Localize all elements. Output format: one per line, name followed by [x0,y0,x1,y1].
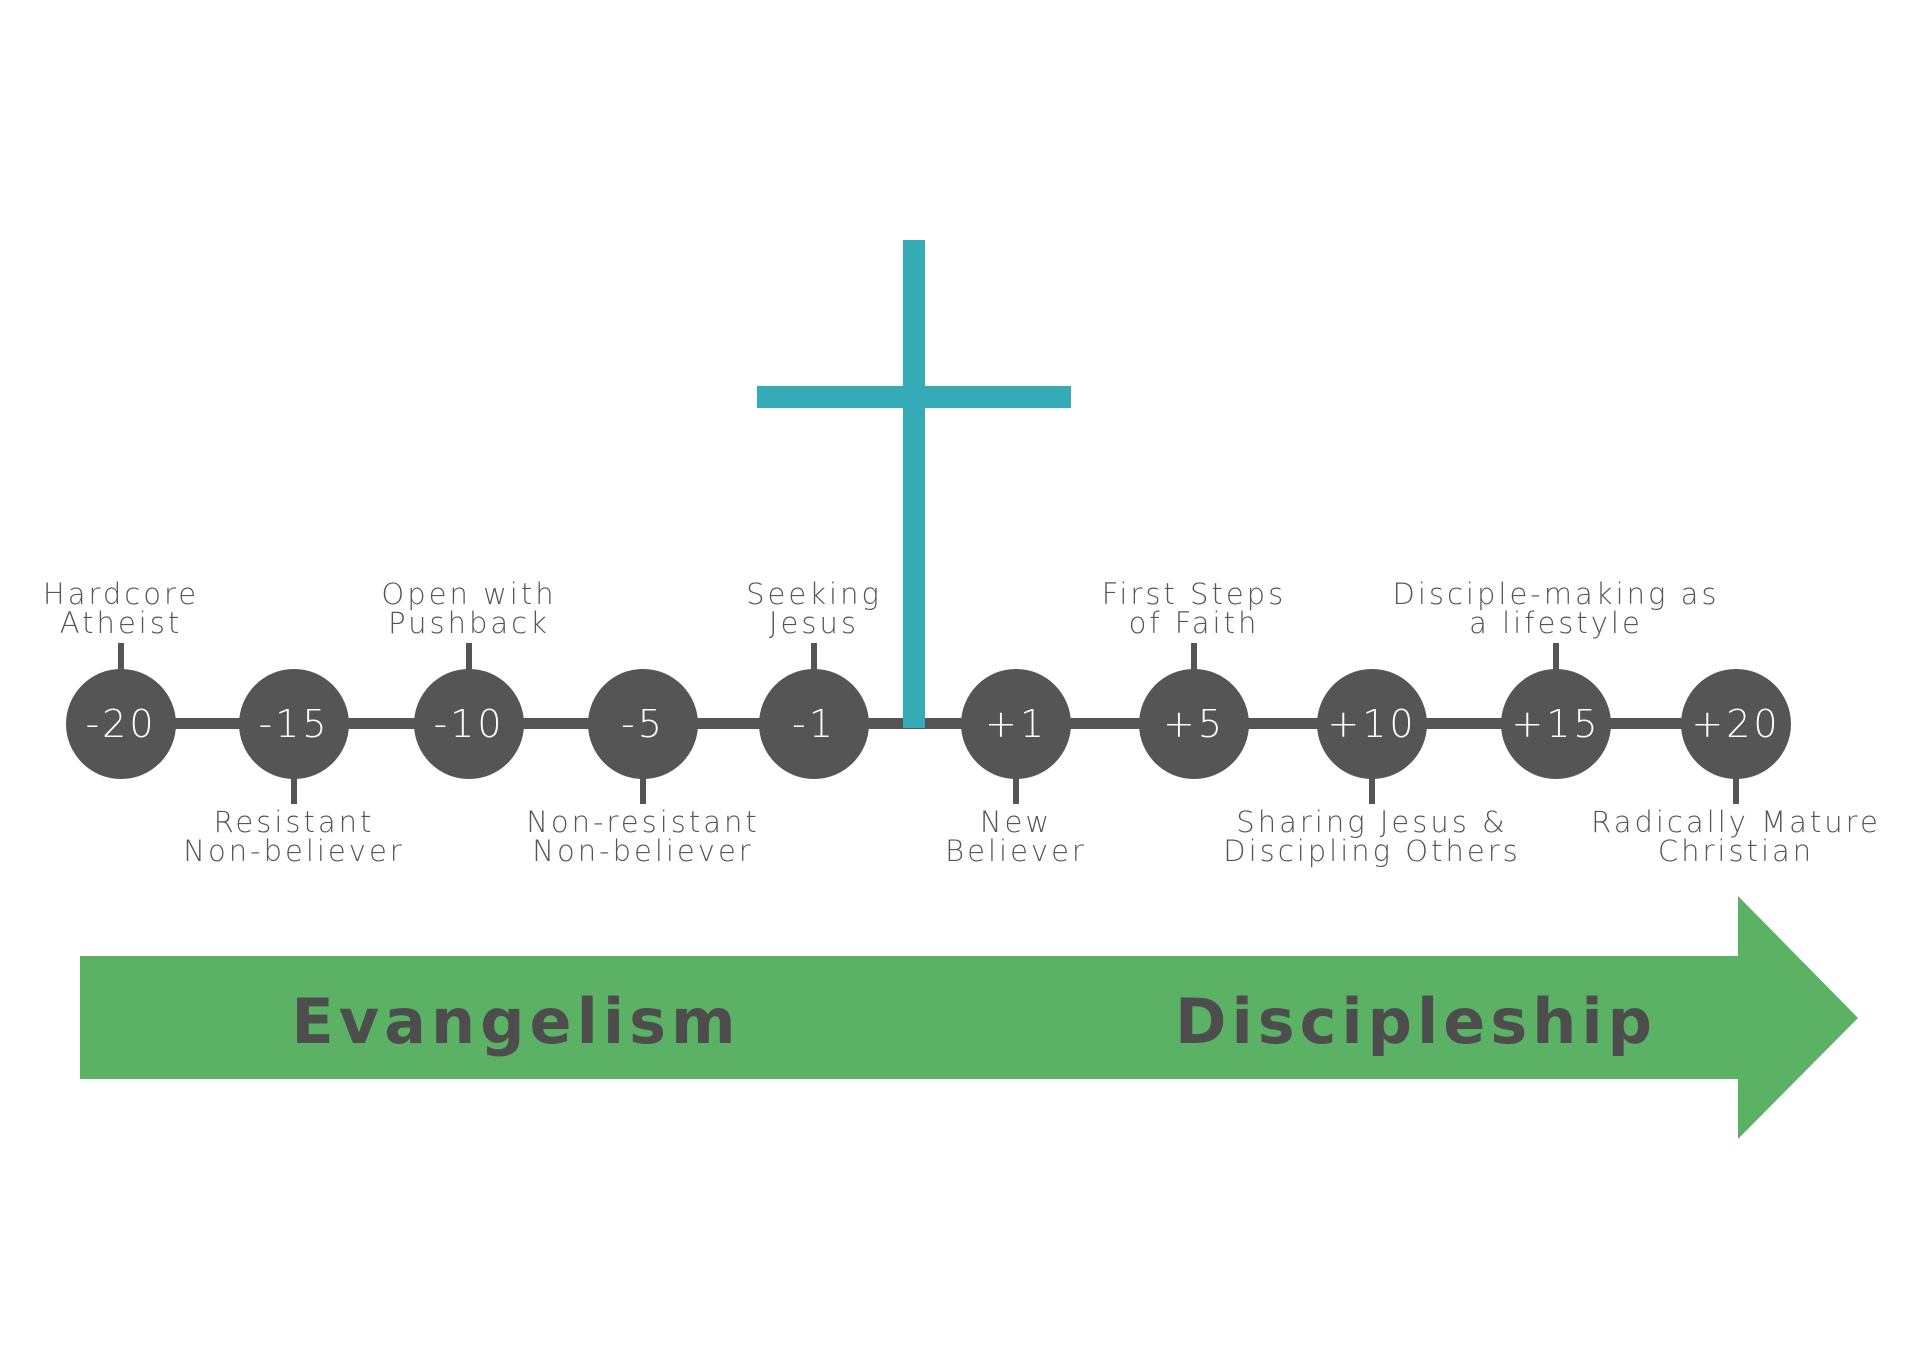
stage-label-line: Disciple-making as [1392,577,1720,611]
stage-label-line: Believer [945,834,1087,868]
stage-label-line: a lifestyle [1469,606,1643,640]
stage-node: +1 [961,669,1071,779]
stage-label-line: Jesus [768,606,859,640]
stage-connector [811,643,817,671]
stage-label-line: Radically Mature [1591,805,1881,839]
stage-label-line: Resistant [213,805,375,839]
stage-label-line: Sharing Jesus & [1236,805,1508,839]
stage-label: Sharing Jesus &Discipling Others [1223,808,1520,866]
stage-connector [1191,643,1197,671]
stage-node: -5 [588,669,698,779]
stage-label-line: Christian [1657,834,1815,868]
stage-node: -1 [759,669,869,779]
stage-connector [466,643,472,671]
cross-icon-horizontal [757,386,1071,408]
discipleship-label: Discipleship [1175,985,1657,1058]
stage-node: -15 [239,669,349,779]
stage-connector [1369,776,1375,804]
stage-label-line: Atheist [59,606,183,640]
timeline-line [120,718,1740,729]
stage-connector [118,643,124,671]
stage-connector [1733,776,1739,804]
stage-node: -20 [66,669,176,779]
stage-label-line: Discipling Others [1223,834,1521,868]
cross-icon-vertical [903,240,925,728]
stage-connector [640,776,646,804]
stage-label-line: Hardcore [42,577,200,611]
stage-connector [291,776,297,804]
stage-label-line: Non-resistant [526,805,760,839]
stage-node: +20 [1681,669,1791,779]
stage-label-line: Pushback [388,606,550,640]
stage-node: +10 [1317,669,1427,779]
evangelism-label: Evangelism [291,985,741,1058]
stage-label-line: Non-believer [532,834,754,868]
stage-node: +15 [1501,669,1611,779]
stage-label-line: of Faith [1128,606,1260,640]
stage-node: +5 [1139,669,1249,779]
stage-label-line: Open with [381,577,557,611]
stage-label-line: Non-believer [183,834,405,868]
stage-label-line: New [979,805,1053,839]
stage-connector [1013,776,1019,804]
stage-label-line: First Steps [1101,577,1287,611]
stage-node: -10 [414,669,524,779]
stage-connector [1553,643,1559,671]
arrow-shape [80,896,1858,1139]
stage-label-line: Seeking [746,577,882,611]
